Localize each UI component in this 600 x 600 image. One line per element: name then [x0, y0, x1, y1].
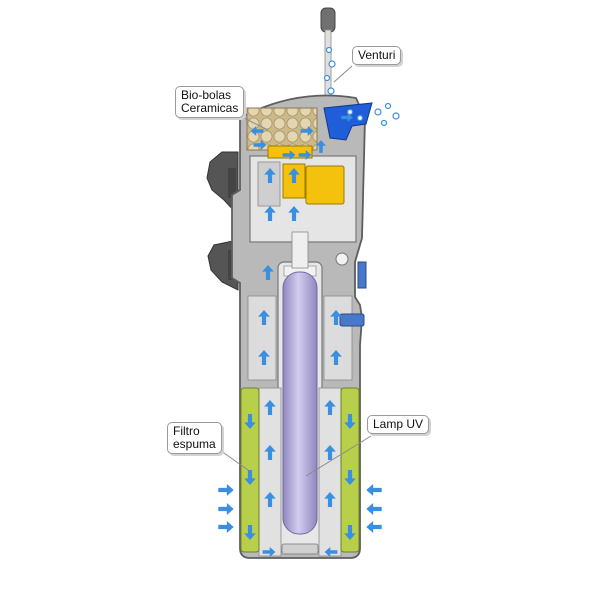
- flow-arrow-icon: [366, 484, 382, 496]
- air-bubble-icon: [384, 102, 392, 110]
- flow-arrow-icon: [218, 521, 234, 533]
- uv-leader-line: [305, 435, 372, 477]
- bioballs-leader-line: [241, 116, 269, 131]
- air-bubble-icon: [323, 74, 331, 82]
- pump-motor: [305, 165, 345, 205]
- air-bubble-icon: [380, 119, 388, 127]
- venturi-label: Venturi: [352, 46, 402, 65]
- uv-lamp: [282, 271, 318, 535]
- uv-lamp-label: Lamp UV: [367, 415, 430, 434]
- air-bubble-icon: [346, 108, 354, 116]
- side-clip: [339, 313, 365, 327]
- air-bubble-icon: [392, 112, 400, 120]
- venturi-leader-line: [333, 65, 353, 83]
- air-bubble-icon: [328, 60, 336, 68]
- air-bubble-icon: [374, 108, 382, 116]
- air-bubble-icon: [325, 46, 333, 54]
- venturi-tube: [320, 7, 336, 99]
- air-bubble-icon: [356, 114, 364, 122]
- bottom-cap: [281, 543, 319, 555]
- flow-arrow-icon: [366, 503, 382, 515]
- flow-arrow-icon: [218, 484, 234, 496]
- flow-arrow-icon: [218, 503, 234, 515]
- flow-arrow-icon: [366, 521, 382, 533]
- bioballs-label: Bio-bolas Ceramicas: [175, 86, 245, 118]
- foam-filter-label: Filtro espuma: [167, 422, 222, 454]
- air-bubble-icon: [327, 87, 335, 95]
